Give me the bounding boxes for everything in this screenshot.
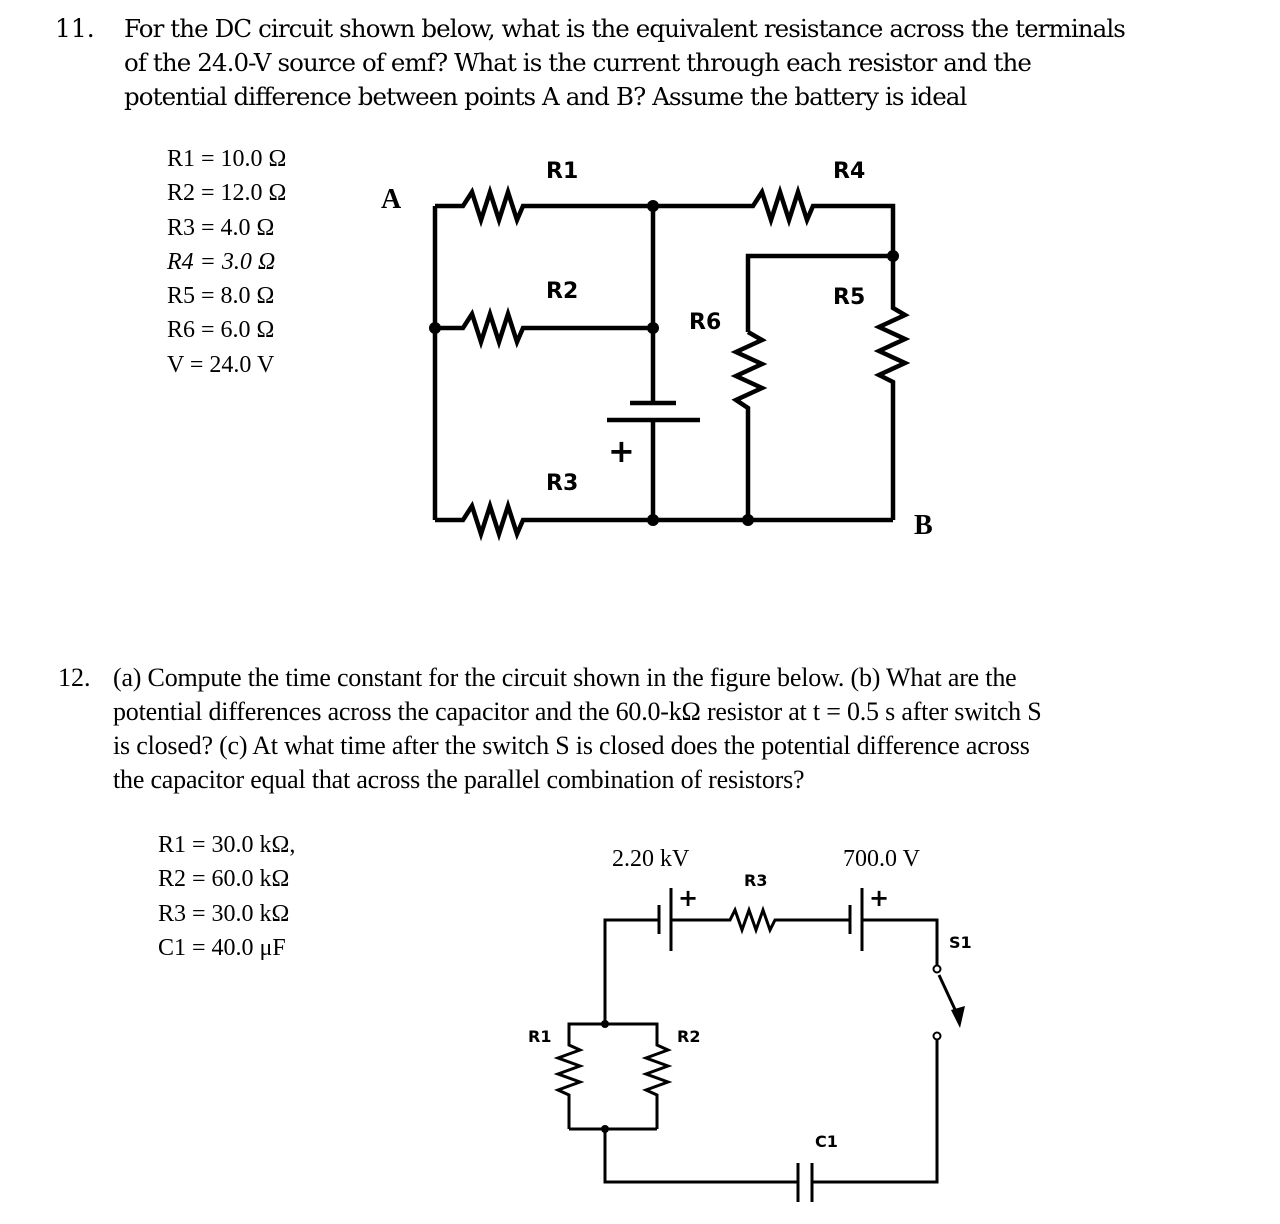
wire — [603, 918, 659, 1024]
value-r5: R5 = 8.0 Ω — [167, 283, 275, 310]
problem-11-line: potential difference between points A an… — [124, 82, 967, 111]
label-r1: R1 — [528, 1027, 551, 1046]
wire — [812, 1040, 939, 1184]
junction-dot — [429, 322, 441, 334]
resistor-r2 — [435, 306, 653, 350]
resistor-r6 — [730, 330, 768, 520]
problem-11-values: R1 = 10.0 Ω R2 = 12.0 Ω R3 = 4.0 Ω R4 = … — [167, 142, 286, 382]
junction-dot — [647, 200, 659, 212]
problem-12-line: potential differences across the capacit… — [113, 697, 1042, 726]
label-r2: R2 — [677, 1027, 700, 1046]
label-battery-1-voltage: 2.20 kV — [612, 846, 690, 872]
label-c1: C1 — [815, 1132, 838, 1151]
value-r3: R3 = 30.0 kΩ — [158, 900, 290, 927]
label-r3: R3 — [744, 871, 767, 890]
label-r4: R4 — [833, 159, 865, 184]
label-r5: R5 — [833, 285, 865, 310]
value-r2: R2 = 60.0 kΩ — [158, 866, 290, 893]
label-s1: S1 — [949, 933, 972, 952]
switch-s1-terminal — [932, 1031, 942, 1041]
junction-dot — [601, 1125, 609, 1133]
label-r6: R6 — [689, 310, 721, 335]
resistor-r1 — [435, 184, 653, 228]
junction-dot — [601, 1020, 609, 1028]
value-v: V = 24.0 V — [167, 351, 275, 378]
resistor-r2 — [641, 1032, 673, 1129]
value-r1: R1 = 30.0 kΩ, — [158, 832, 296, 858]
value-r2: R2 = 12.0 Ω — [167, 180, 287, 207]
switch-s1-arrowhead — [951, 1006, 965, 1028]
label-r1: R1 — [546, 159, 578, 184]
junction-dot — [742, 514, 754, 526]
resistor-r3 — [435, 498, 653, 542]
label-battery-2-voltage: 700.0 V — [843, 846, 921, 872]
problem-12-text: (a) Compute the time constant for the ci… — [113, 661, 1042, 797]
value-r3: R3 = 4.0 Ω — [167, 214, 275, 241]
label-point-a: A — [381, 184, 402, 215]
junction-dot — [647, 514, 659, 526]
wire — [862, 918, 939, 965]
resistor-r5 — [873, 256, 911, 520]
problem-11-line: For the DC circuit shown below, what is … — [124, 14, 1126, 43]
problem-11-text: For the DC circuit shown below, what is … — [124, 12, 1126, 114]
problem-12-line: is closed? (c) At what time after the sw… — [113, 731, 1030, 760]
problem-12-line: the capacitor equal that across the para… — [113, 765, 805, 794]
label-r3: R3 — [546, 471, 578, 496]
wire — [567, 1022, 659, 1032]
junction-dot — [647, 322, 659, 334]
problem-11-number: 11. — [55, 14, 95, 43]
circuit-diagram-2: 2.20 kV 700.0 V + + R3 S1 R1 R2 C1 — [528, 846, 972, 1202]
value-r6: R6 = 6.0 Ω — [167, 317, 275, 344]
value-c1: C1 = 40.0 μF — [158, 934, 286, 961]
value-r4: R4 = 3.0 Ω — [167, 248, 276, 275]
resistor-r3 — [671, 905, 850, 935]
wire — [603, 1129, 798, 1184]
switch-s1-terminal — [932, 964, 942, 974]
problem-11-line: of the 24.0-V source of emf? What is the… — [124, 48, 1032, 77]
junction-dot — [887, 250, 899, 262]
label-r2: R2 — [546, 279, 578, 304]
battery-plus-sign: + — [608, 432, 635, 470]
label-point-b: B — [914, 510, 933, 541]
resistor-r1 — [553, 1032, 585, 1129]
value-r1: R1 = 10.0 Ω — [167, 146, 287, 172]
resistor-r4 — [653, 184, 896, 256]
wire — [745, 253, 893, 332]
problem-12-number: 12. — [58, 663, 91, 692]
battery-1-plus-sign: + — [678, 884, 698, 912]
battery-2-plus-sign: + — [869, 884, 889, 912]
problem-12-values: R1 = 30.0 kΩ, R2 = 60.0 kΩ R3 = 30.0 kΩ … — [158, 828, 295, 965]
problem-12-line: (a) Compute the time constant for the ci… — [113, 663, 1017, 692]
circuit-diagram-1: A B R1 R2 R3 R4 R5 R6 + — [381, 159, 933, 542]
